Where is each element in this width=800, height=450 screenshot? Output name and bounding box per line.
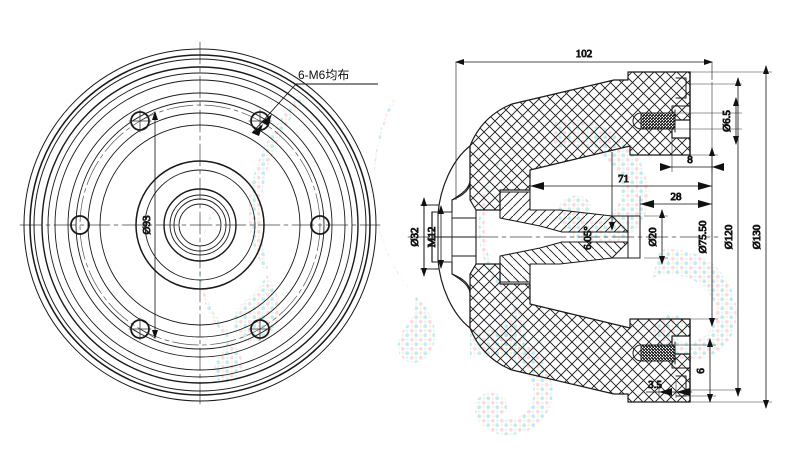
section-lower-half [423,236,691,403]
dim-length-28: 28 [639,191,712,216]
bolt-circle-centerline [79,104,321,346]
section-upper-half [423,71,691,238]
dim-chamfer-3p5: 3.5 [646,379,692,398]
threaded-hole-lower [632,341,676,365]
threaded-hole-upper [632,109,676,133]
dim-label-chamfer-3p5: 3.5 [648,379,662,391]
bolt-hole-lower-right [248,317,272,341]
bolt-hole-group [70,109,330,341]
dim-label-dia-75p50: Ø75.50 [697,220,709,253]
front-view: Ø93 [19,41,381,409]
dim-label-bolt-circle: Ø93 [141,215,153,234]
front-view-outer-rings [23,48,377,402]
dim-dia-120: Ø120 [690,77,742,397]
section-hub-taper-upper [499,191,629,233]
bolt-hole-right [310,215,330,235]
dim-label-dia-6p5: Ø6.5 [721,110,733,132]
dim-taper-angle: 6.05° [582,226,595,251]
note-bolt-pattern-label: 6-M6均布 [298,68,349,82]
dim-thread-m12: M12 [426,205,452,269]
bolt-hole-left [70,215,90,235]
dim-dia-32: Ø32 [409,197,436,277]
dim-length-71: 71 [529,152,712,231]
section-view [407,71,719,403]
dim-label-dia-20: Ø20 [647,227,659,246]
dim-label-dia-130: Ø130 [751,224,763,249]
dim-label-dia-32: Ø32 [409,228,421,247]
dim-label-taper-angle: 6.05° [582,226,594,250]
dim-bolt-circle-93: Ø93 [139,111,158,339]
note-bolt-pattern: 6-M6均布 [251,68,378,136]
dim-dia-20: Ø20 [644,209,668,265]
dim-dia-75p50: Ø75.50 [690,147,718,327]
dim-dia-130: Ø130 [690,65,772,409]
dim-dia-6p5: Ø6.5 [676,97,742,145]
dim-label-dia-120: Ø120 [723,224,735,249]
dim-label-length-71: 71 [618,173,629,185]
dim-label-step-8: 8 [687,154,693,166]
dim-overall-102: 102 [455,48,713,200]
dim-label-rim-6: 6 [695,368,707,374]
dim-label-overall-102: 102 [576,48,593,60]
section-hub-taper-lower [499,241,629,283]
section-dimensions: 102 Ø6.5 8 71 [409,48,772,409]
dim-label-length-28: 28 [671,191,683,203]
front-view-inner-rings [67,92,333,358]
dim-rim-6: 6 [676,338,716,403]
dim-label-thread-m12: M12 [426,227,438,248]
